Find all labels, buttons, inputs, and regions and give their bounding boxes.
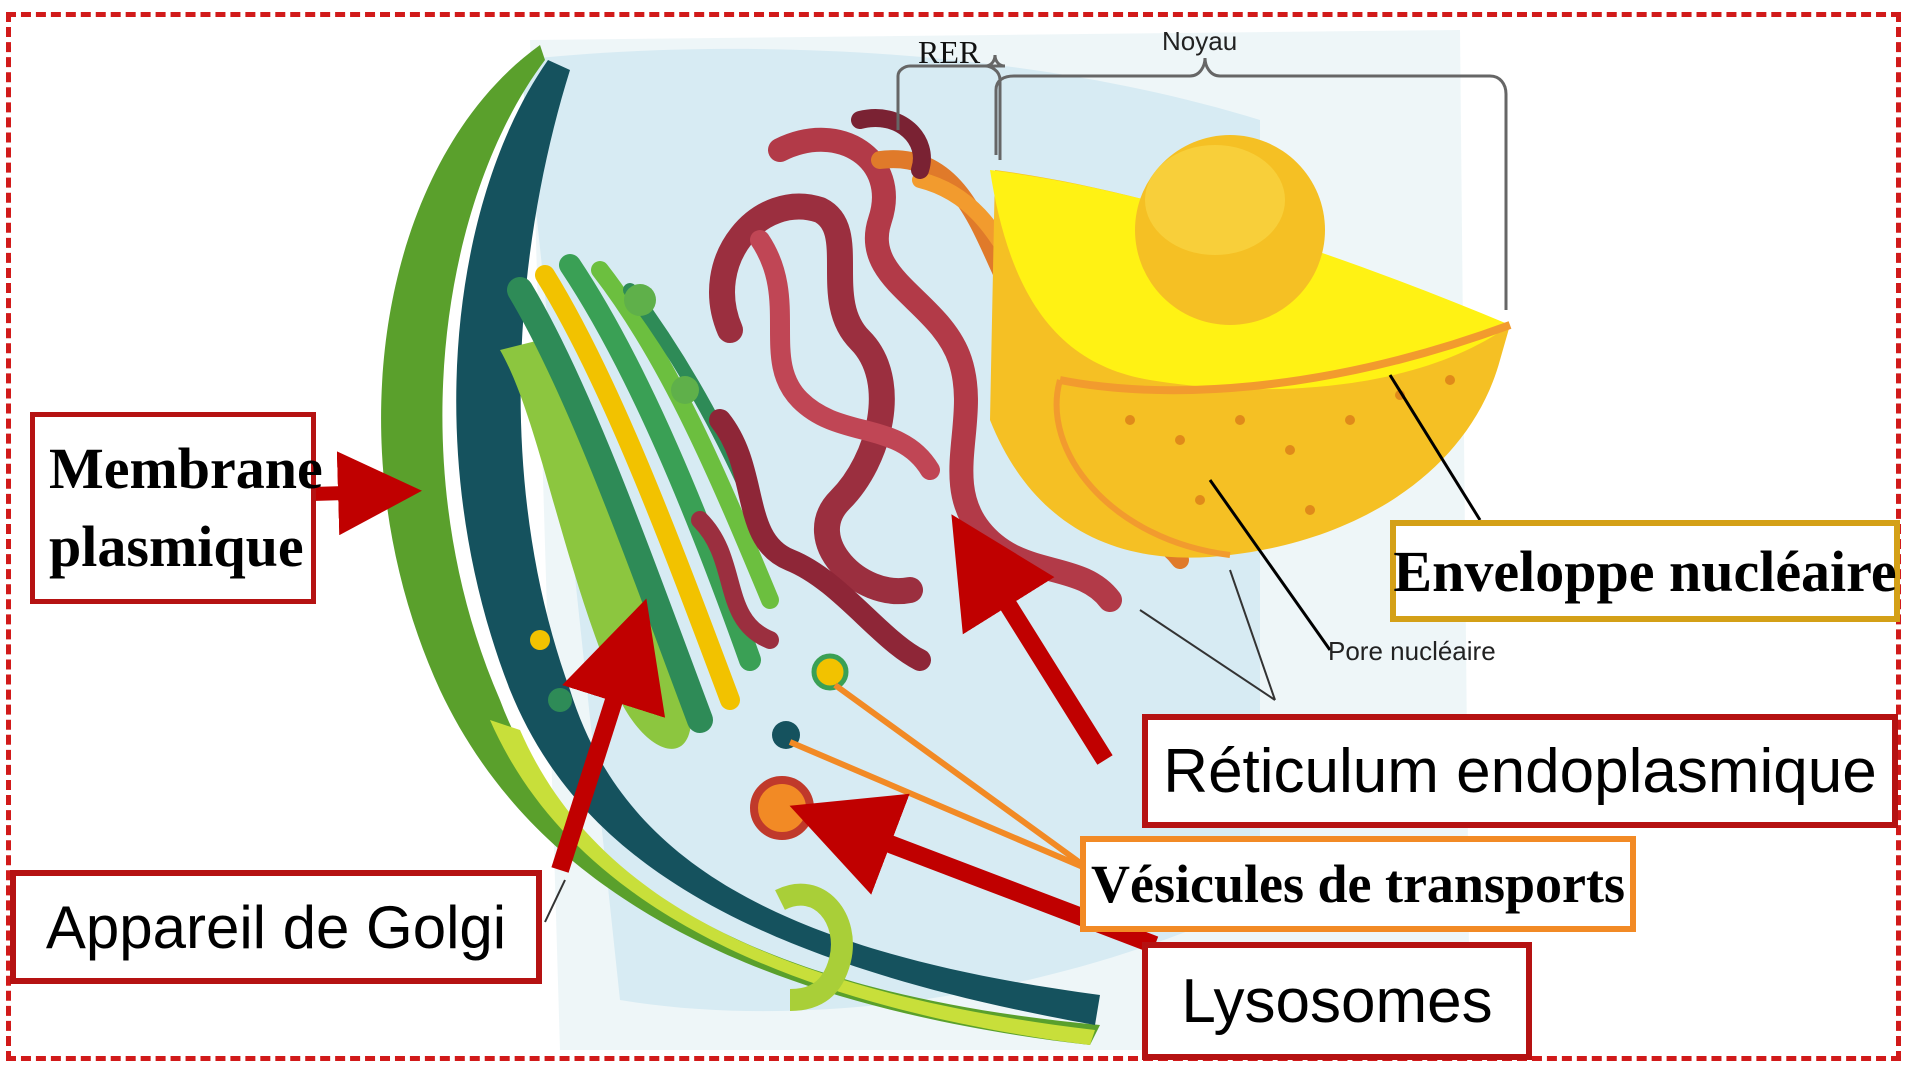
rer-label: RER <box>918 34 980 71</box>
vesicle-small <box>814 656 846 688</box>
lysosome <box>754 780 810 836</box>
noyau-label: Noyau <box>1162 26 1237 57</box>
golgi-label-box: Appareil de Golgi <box>10 870 542 984</box>
reticulum-label-box: Réticulum endoplasmique <box>1142 714 1898 828</box>
membrane-label-box: Membrane plasmique <box>30 412 316 604</box>
pore-label: Pore nucléaire <box>1328 636 1496 667</box>
membrane-label-line1: Membrane <box>49 430 323 508</box>
membrane-label-line2: plasmique <box>49 508 304 586</box>
enveloppe-label-box: Enveloppe nucléaire <box>1390 520 1900 622</box>
lysosomes-label-box: Lysosomes <box>1142 942 1532 1060</box>
vesicules-label-box: Vésicules de transports <box>1080 836 1636 932</box>
